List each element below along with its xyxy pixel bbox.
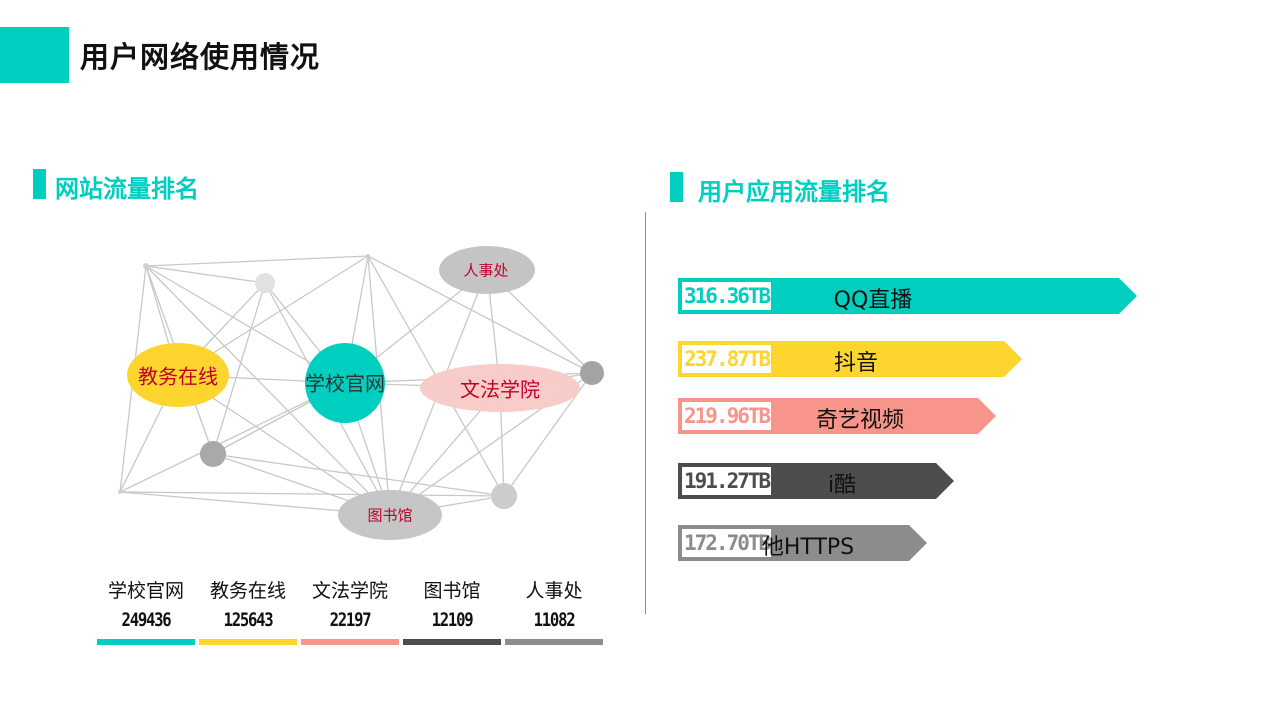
app-bar-label: i酷: [827, 473, 857, 498]
website-stat: 图书馆 12109: [403, 576, 501, 631]
page-title: 用户网络使用情况: [80, 40, 321, 74]
website-stat-name: 人事处: [525, 580, 583, 602]
node-label-rsc: 人事处: [463, 261, 509, 280]
section-divider: [645, 212, 646, 614]
app-bar: [678, 341, 1022, 377]
website-stat-color-bar: [199, 639, 297, 645]
website-stat-value: 12109: [431, 609, 474, 631]
network-node: [366, 254, 370, 258]
node-rsc: [439, 246, 535, 294]
website-stat-name: 教务在线: [209, 580, 286, 602]
app-bar-label: 抖音: [833, 351, 878, 376]
website-stat-value: 249436: [121, 609, 172, 631]
app-bar-row: 219.96TB 奇艺视频: [678, 398, 996, 434]
app-bar-label: QQ直播: [833, 288, 913, 313]
app-bar: [678, 525, 927, 561]
website-stat-color-bar: [505, 639, 603, 645]
website-stat-name: 学校官网: [107, 580, 184, 602]
app-bar-label: 奇艺视频: [815, 408, 904, 433]
app-bar-row: 191.27TB i酷: [678, 463, 954, 499]
app-bar-value: 237.87TB: [682, 345, 771, 373]
app-bar-value: 172.70TB: [682, 529, 771, 557]
node-tsg: [338, 490, 442, 540]
website-stat-value: 125643: [223, 609, 274, 631]
website-stat-value: 22197: [329, 609, 372, 631]
app-bar: [678, 278, 1137, 314]
app-bar-value: 191.27TB: [682, 467, 771, 495]
network-node: [580, 361, 604, 385]
network-node: [255, 273, 275, 293]
network-node: [143, 263, 149, 269]
website-stat-color-bar: [97, 639, 195, 645]
node-label-jwzx: 教务在线: [138, 364, 218, 389]
section-title-websites: 网站流量排名: [55, 175, 199, 203]
app-bar-shape: [678, 341, 1022, 377]
network-node: [200, 441, 226, 467]
website-stat: 学校官网 249436: [97, 576, 195, 631]
node-label-xxgw: 学校官网: [305, 371, 385, 396]
app-bar: [678, 463, 954, 499]
section-title-apps: 用户应用流量排名: [698, 178, 890, 206]
website-stat-color-bar: [403, 639, 501, 645]
website-stat-name: 图书馆: [423, 580, 481, 602]
app-bar-label: 他HTTPS: [761, 535, 855, 560]
section-marker-websites: [33, 169, 46, 199]
node-label-tsg: 图书馆: [367, 506, 413, 525]
website-stat-name: 文法学院: [311, 580, 388, 602]
website-network-diagram: [118, 246, 604, 540]
app-bar-row: 237.87TB 抖音: [678, 341, 1022, 377]
node-wfxy: [420, 364, 580, 412]
title-accent-block: [0, 27, 69, 83]
website-stat: 教务在线 125643: [199, 576, 297, 631]
app-bar-shape: [678, 278, 1137, 314]
website-stat-value: 11082: [533, 609, 576, 631]
network-node: [491, 483, 517, 509]
node-jwzx: [127, 343, 229, 407]
node-xxgw: [305, 343, 385, 423]
app-bar-shape: [678, 463, 954, 499]
website-stat: 人事处 11082: [505, 576, 603, 631]
app-bar-shape: [678, 398, 996, 434]
website-stat-color-bar: [301, 639, 399, 645]
app-bar-row: 316.36TB QQ直播: [678, 278, 1137, 314]
app-bar-shape: [678, 525, 927, 561]
network-node: [118, 490, 122, 494]
app-bar: [678, 398, 996, 434]
website-stat: 文法学院 22197: [301, 576, 399, 631]
section-marker-apps: [670, 172, 683, 202]
node-label-wfxy: 文法学院: [460, 377, 540, 402]
app-bar-value: 316.36TB: [682, 282, 771, 310]
app-bar-value: 219.96TB: [682, 402, 771, 430]
